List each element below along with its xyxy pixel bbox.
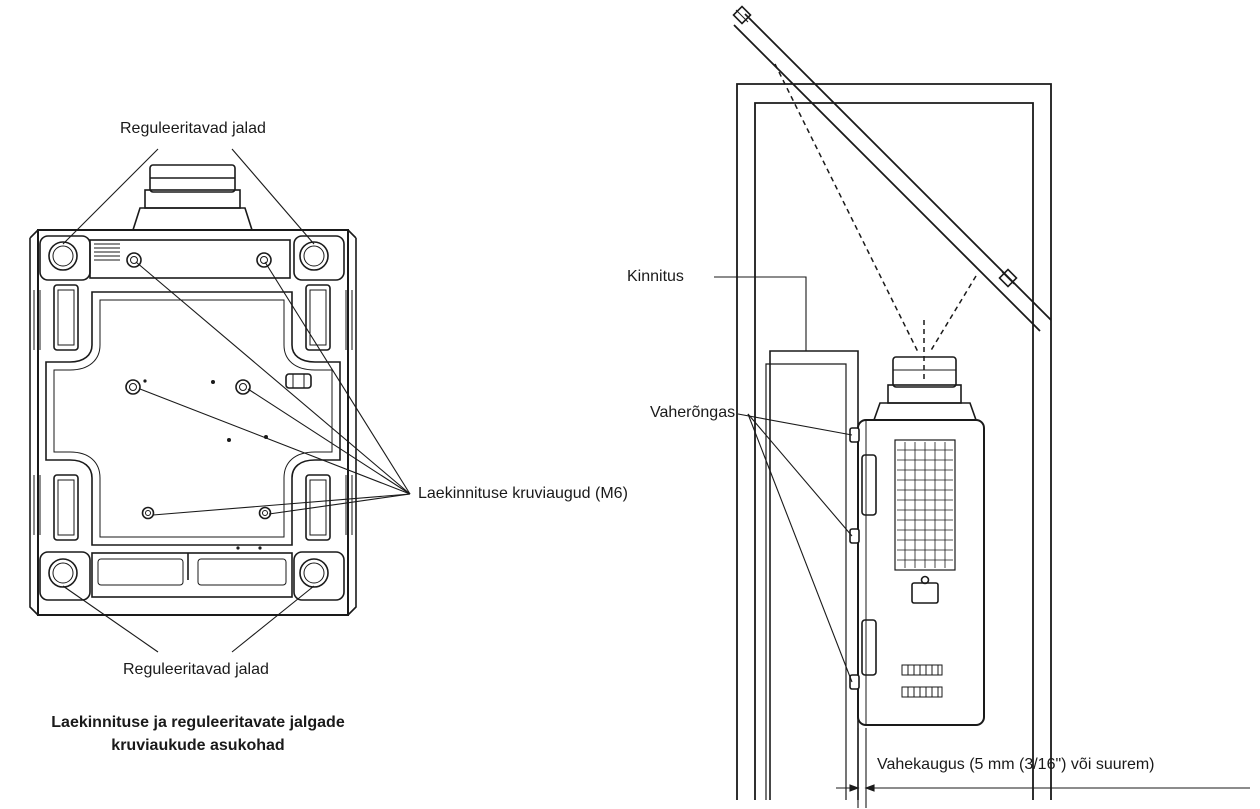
light-path [774, 63, 977, 380]
projector-side-view [849, 356, 985, 726]
mount-bracket [765, 350, 859, 800]
mirror [732, 5, 1052, 332]
label-spacer: Vaherõngas [650, 404, 736, 421]
clearance-dimension [836, 728, 1250, 808]
leader-lines-left [62, 148, 411, 653]
caption-line-1: Laekinnituse ja reguleeritavate jalgade [51, 714, 345, 731]
label-feet-bottom: Reguleeritavad jalad [123, 661, 269, 678]
projector-bottom-view [29, 164, 357, 616]
label-clearance: Vahekaugus (5 mm (3/16") või suurem) [877, 756, 1155, 773]
ceiling-frame [736, 83, 1052, 800]
label-screw-holes: Laekinnituse kruviaugud (M6) [418, 485, 628, 502]
label-mount: Kinnitus [627, 268, 684, 285]
leader-lines-right [714, 276, 853, 683]
caption-line-2: kruviaukude asukohad [111, 737, 285, 754]
label-feet-top: Reguleeritavad jalad [120, 120, 266, 137]
